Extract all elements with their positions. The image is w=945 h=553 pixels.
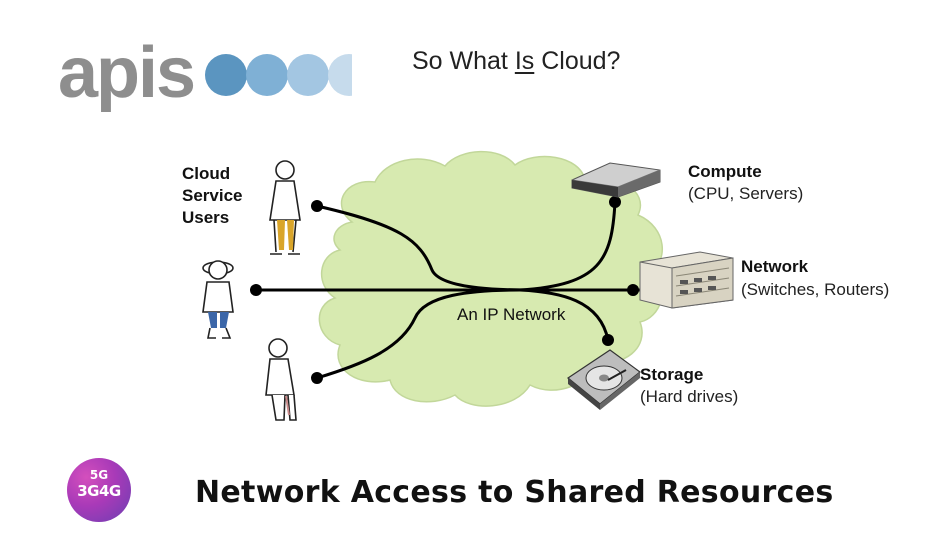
endpoint-dot <box>250 284 262 296</box>
person-icon <box>202 260 234 339</box>
logo-dot <box>205 54 247 96</box>
apis-logo-dots <box>205 54 352 96</box>
3g4g-badge-logo: 5G 3G4G <box>67 458 131 522</box>
storage-detail: (Hard drives) <box>640 387 739 406</box>
compute-detail: (CPU, Servers) <box>688 184 804 203</box>
ip-network-cloud <box>318 150 663 407</box>
endpoint-dot <box>311 372 323 384</box>
apis-logo-text: apis <box>58 33 196 113</box>
compute-title: Compute <box>688 162 762 181</box>
network-detail: (Switches, Routers) <box>741 280 890 299</box>
network-title: Network <box>741 257 809 276</box>
slide-title: So What Is Cloud? <box>412 44 620 78</box>
badge-line2: 3G4G <box>77 482 121 500</box>
endpoint-dot <box>609 196 621 208</box>
link-storage <box>519 288 610 341</box>
person-icon <box>265 338 297 421</box>
endpoint-dot <box>627 284 639 296</box>
logo-dot <box>246 54 288 96</box>
connection-endpoints <box>250 196 639 384</box>
logo-dot <box>287 54 329 96</box>
ip-network-label: An IP Network <box>457 305 566 324</box>
person-icon <box>269 160 301 255</box>
logo-dot <box>328 54 352 96</box>
link-compute <box>519 201 617 292</box>
slide-title-part: So What <box>412 47 515 75</box>
badge-line1: 5G <box>89 468 109 482</box>
hard-drive-icon <box>566 349 641 410</box>
link-bottom-user <box>316 288 521 380</box>
footer-title: Network Access to Shared Resources <box>195 475 834 510</box>
slide-title-emphasis: Is <box>514 47 535 75</box>
endpoint-dot <box>602 334 614 346</box>
connection-lines <box>256 201 640 380</box>
slide-title-part: Cloud? <box>534 47 621 75</box>
server-icon <box>571 162 661 198</box>
endpoint-dot <box>311 200 323 212</box>
cloud-service-users-label: Cloud Service Users <box>182 164 243 227</box>
switch-rack-icon <box>639 251 734 309</box>
storage-title: Storage <box>640 365 704 384</box>
